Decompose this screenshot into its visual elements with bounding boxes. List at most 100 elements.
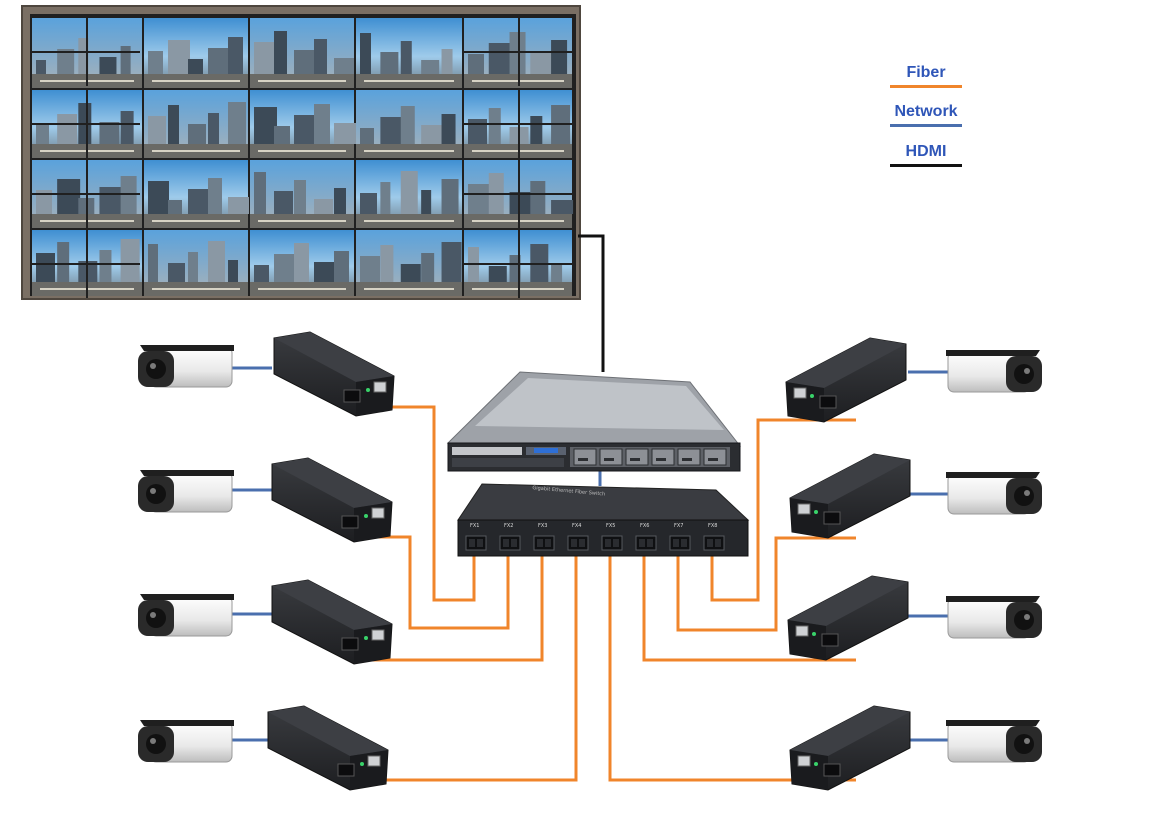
camera-lens-glint bbox=[1024, 614, 1030, 620]
camera-visor bbox=[140, 594, 234, 600]
converter-led bbox=[366, 388, 370, 392]
fiber-cable bbox=[358, 552, 578, 782]
security-camera bbox=[138, 594, 234, 637]
server-drive-bay bbox=[573, 448, 597, 466]
converter-top bbox=[790, 706, 910, 756]
security-camera bbox=[946, 350, 1042, 393]
converter-fiber-port bbox=[823, 763, 841, 777]
camera-visor bbox=[946, 596, 1040, 602]
camera-lens-glint bbox=[150, 612, 156, 618]
converter-led bbox=[360, 762, 364, 766]
server-drive-bay bbox=[651, 448, 675, 466]
converter-rj45-port bbox=[371, 629, 385, 641]
media-converter bbox=[789, 453, 911, 539]
camera-visor bbox=[946, 350, 1040, 356]
converter-top bbox=[790, 454, 910, 504]
switch-port-slot bbox=[477, 539, 483, 547]
switch-port-label: FX3 bbox=[538, 523, 548, 529]
server-drive-bay bbox=[625, 448, 649, 466]
wall-tile-scene bbox=[250, 172, 354, 228]
switch-port-label: FX6 bbox=[640, 523, 650, 529]
camera-lens bbox=[1014, 610, 1034, 630]
switch-port-slot bbox=[715, 539, 721, 547]
switch-port-label: FX8 bbox=[708, 523, 718, 529]
security-camera bbox=[946, 472, 1042, 515]
converter-fiber-port bbox=[819, 395, 837, 409]
camera-lens bbox=[146, 484, 166, 504]
converter-led bbox=[810, 394, 814, 398]
converter-fiber-port bbox=[341, 515, 359, 529]
switch-port-label: FX4 bbox=[572, 523, 582, 529]
switch-port-slot bbox=[571, 539, 577, 547]
converter-fiber-port bbox=[823, 511, 841, 525]
camera-lens-glint bbox=[1024, 368, 1030, 374]
switch-port-slot bbox=[469, 539, 475, 547]
converter-top bbox=[786, 338, 906, 388]
wall-tile-scene bbox=[356, 242, 462, 296]
converter-top bbox=[274, 332, 394, 382]
switch-port-label: FX1 bbox=[470, 523, 480, 529]
security-camera bbox=[138, 470, 234, 513]
converter-rj45-port bbox=[797, 503, 811, 515]
legend-swatch-network bbox=[890, 124, 962, 127]
wall-tile-scene bbox=[250, 104, 357, 158]
media-converter bbox=[787, 575, 909, 661]
security-camera bbox=[138, 345, 234, 388]
converter-rj45-port bbox=[795, 625, 809, 637]
switch-port-slot bbox=[613, 539, 619, 547]
security-camera bbox=[138, 720, 234, 763]
switch-port-label: FX2 bbox=[504, 523, 514, 529]
legend-label: HDMI bbox=[905, 143, 947, 160]
converter-rj45-port bbox=[367, 755, 381, 767]
converter-top bbox=[788, 576, 908, 626]
switch-port-slot bbox=[707, 539, 713, 547]
media-converter bbox=[785, 337, 907, 423]
wall-tile-scene bbox=[356, 171, 462, 228]
server-drive-handle bbox=[630, 458, 640, 461]
server-drive-handle bbox=[708, 458, 718, 461]
wall-tile-scene bbox=[250, 243, 354, 296]
converter-led bbox=[814, 510, 818, 514]
wall-tile-scene bbox=[250, 31, 354, 88]
media-converter bbox=[271, 457, 393, 543]
fiber-cable bbox=[358, 535, 510, 630]
wall-tile-scene bbox=[144, 178, 249, 228]
fiber-cable bbox=[642, 552, 856, 662]
converter-fiber-port bbox=[337, 763, 355, 777]
wall-tile-scene bbox=[356, 106, 462, 158]
switch-port-slot bbox=[639, 539, 645, 547]
media-converter bbox=[267, 705, 389, 791]
legend-item-hdmi: HDMI bbox=[890, 143, 962, 167]
converter-fiber-port bbox=[821, 633, 839, 647]
converter-rj45-port bbox=[797, 755, 811, 767]
converter-rj45-port bbox=[371, 507, 385, 519]
legend-label: Network bbox=[894, 103, 958, 120]
converter-top bbox=[268, 706, 388, 756]
fiber-cable bbox=[358, 552, 544, 662]
camera-lens-glint bbox=[150, 363, 156, 369]
converter-fiber-port bbox=[341, 637, 359, 651]
switch-port-label: FX5 bbox=[606, 523, 616, 529]
media-converter bbox=[789, 705, 911, 791]
legend-label: Fiber bbox=[906, 64, 946, 81]
fiber-switch bbox=[457, 483, 750, 557]
wall-tile-scene bbox=[144, 102, 248, 158]
rack-server bbox=[446, 371, 742, 472]
server-drive-handle bbox=[656, 458, 666, 461]
wall-tile-scene bbox=[144, 241, 248, 296]
converter-led bbox=[364, 514, 368, 518]
camera-lens-glint bbox=[1024, 490, 1030, 496]
camera-lens bbox=[1014, 734, 1034, 754]
server-drive-handle bbox=[604, 458, 614, 461]
switch-port-slot bbox=[579, 539, 585, 547]
switch-port-slot bbox=[605, 539, 611, 547]
server-drive-handle bbox=[578, 458, 588, 461]
legend-swatch-hdmi bbox=[890, 164, 962, 167]
security-camera bbox=[946, 596, 1042, 639]
converter-top bbox=[272, 580, 392, 630]
switch-port-label: FX7 bbox=[674, 523, 684, 529]
fiber-cable bbox=[608, 552, 856, 782]
camera-lens-glint bbox=[150, 738, 156, 744]
switch-port-slot bbox=[537, 539, 543, 547]
